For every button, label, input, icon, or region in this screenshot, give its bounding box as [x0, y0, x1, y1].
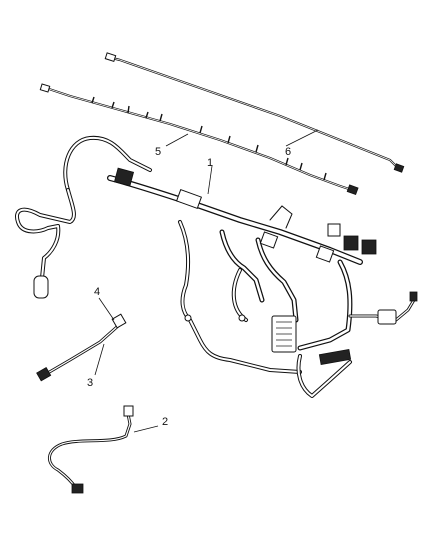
connector-end-icon — [33, 275, 49, 299]
connector-end-icon — [393, 163, 405, 173]
callout-4-label: 4 — [94, 286, 100, 298]
jumper-part-2 — [48, 405, 134, 494]
callout-2-label: 2 — [162, 416, 168, 428]
callout-6-label: 6 — [285, 146, 291, 158]
connector-block-icon — [318, 349, 352, 365]
leader-lines — [94, 129, 319, 433]
harness-part-1 — [15, 135, 418, 398]
connector-block-icon — [361, 239, 377, 255]
clip-icon — [184, 314, 192, 322]
connector-end-icon — [346, 184, 359, 196]
connector-end-icon — [71, 483, 84, 494]
callout-3-label: 3 — [87, 377, 93, 389]
connector-end-icon — [104, 52, 117, 63]
callout-1-label: 1 — [207, 157, 213, 169]
connector-end-icon — [111, 313, 127, 329]
connector-end-icon — [39, 83, 51, 93]
connector-block-icon — [175, 188, 203, 210]
connector-end-icon — [123, 405, 134, 417]
connector-block-icon — [113, 167, 135, 187]
callout-5-label: 5 — [155, 146, 161, 158]
connector-block-icon — [259, 231, 279, 249]
connector-end-icon — [409, 291, 418, 302]
connector-block-icon — [315, 245, 335, 263]
connector-block-icon — [343, 235, 359, 251]
connector-end-icon — [36, 366, 52, 382]
clip-icon — [238, 314, 246, 322]
harness-part-6 — [104, 52, 405, 173]
connector-end-icon — [377, 309, 397, 325]
harness-part-5 — [39, 83, 359, 196]
connector-block-icon — [327, 223, 341, 237]
jumper-part-3-4 — [36, 313, 127, 382]
